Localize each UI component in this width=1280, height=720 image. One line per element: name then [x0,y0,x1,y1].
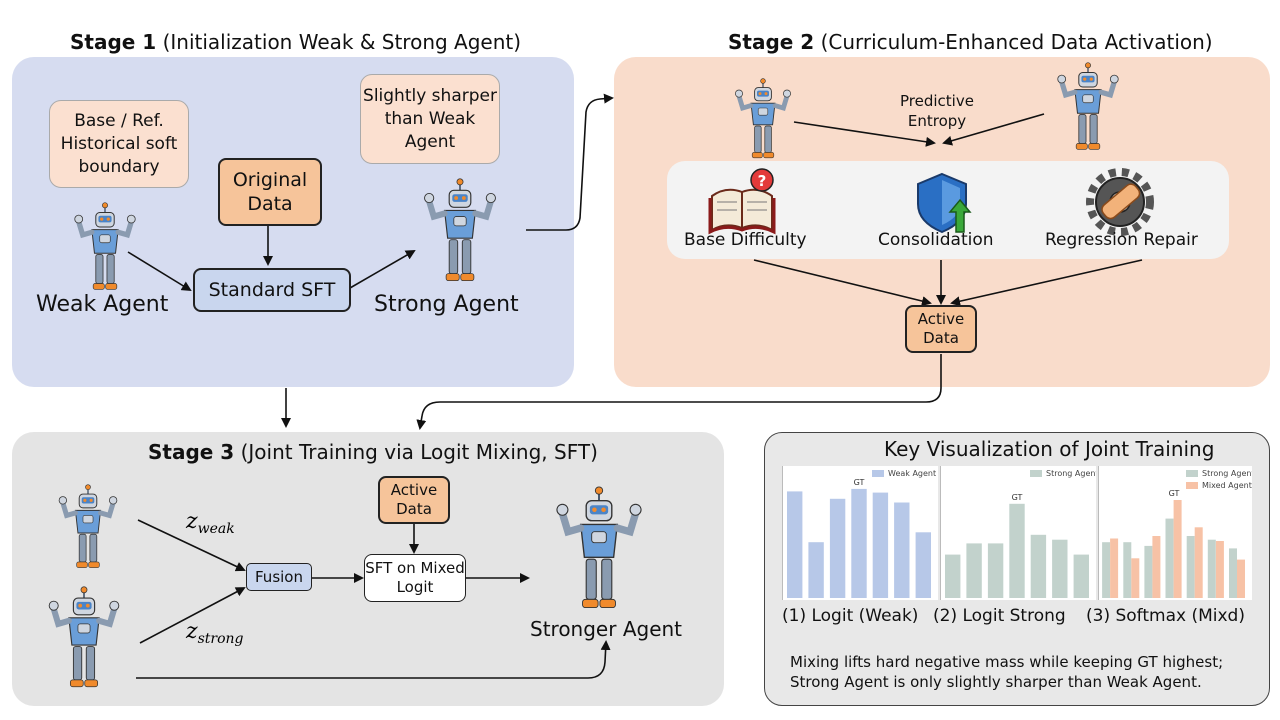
strong-agent-label: Strong Agent [374,292,519,317]
caption-softmax-mixed: (3) Softmax (Mixd) [1086,606,1245,626]
arrow-stage2-to-stage3 [416,354,942,430]
shield-icon [917,172,972,234]
chart-logit-strong: GT Strong Agent [940,466,1099,600]
stage2-strong-robot-icon [1058,63,1118,150]
key-vis-note: Mixing lifts hard negative mass while ke… [790,653,1224,691]
z-strong-label: zstrong [185,619,244,647]
weak-agent-label: Weak Agent [36,292,169,317]
legend-entry: Strong Agent [1046,469,1096,478]
standard-sft-box: Standard SFT [193,268,351,312]
legend-swatch [1186,482,1198,489]
chart-bar [808,542,824,598]
legend-entry: Strong Agent [1202,469,1252,478]
chart-gt-label: GT [854,478,865,487]
arrow-strong-to-stronger [136,640,611,679]
chart-bar [966,543,982,598]
chart-bar [1165,518,1174,598]
arrow-weak-to-entropy [793,121,936,147]
arrow-repair-to-active [950,259,1143,307]
strong-agent-robot-icon [425,179,496,281]
stage2-title-bold: Stage 2 [728,30,815,54]
chart-bar [1052,539,1068,598]
original-data-box: Original Data [218,158,322,226]
chart-bar [915,532,931,598]
stronger-agent-robot-icon [557,487,641,608]
arrow-weak-to-sft [127,251,192,292]
chart-bar [1110,538,1119,598]
stronger-agent-label: Stronger Agent [530,617,683,641]
chart-bar [1073,554,1089,598]
base-difficulty-label: Base Difficulty [684,230,807,250]
chart-bar [1173,500,1182,598]
legend-swatch [1186,470,1198,477]
chart-bar [829,498,846,598]
chart-bar [1102,542,1111,598]
arrow-stage1-to-stage2 [526,93,614,231]
chart-bar [894,502,910,598]
fusion-box: Fusion [246,563,312,591]
legend-swatch [872,470,884,477]
chart-bar [1207,539,1216,598]
stage2-title: Stage 2 (Curriculum-Enhanced Data Activa… [728,30,1213,54]
chart-bar [787,491,803,598]
regression-repair-label: Regression Repair [1045,230,1198,250]
stage3-title-rest: (Joint Training via Logit Mixing, SFT) [234,440,598,464]
chart-bar [1152,536,1161,598]
chart-bar [1215,541,1224,598]
chart-bar [851,488,867,598]
arrow-difficulty-to-active [753,259,932,306]
stage2-title-rest: (Curriculum-Enhanced Data Activation) [814,30,1213,54]
chart-bar [945,554,961,598]
chart-logit-weak: GT Weak Agent [782,466,938,600]
arrow-zweak-to-fusion [137,519,246,572]
svg-text:?: ? [758,172,767,190]
chart-bar [1144,545,1153,598]
stage3-title: Stage 3 (Joint Training via Logit Mixing… [148,440,598,464]
chart-logit-weak-svg: GT Weak Agent [782,466,936,600]
active-data-box-stage2: Active Data [905,305,977,353]
strong-agent-bubble: Slightly sharper than Weak Agent [360,74,500,164]
weak-agent-bubble: Base / Ref. Historical soft boundary [49,100,189,188]
chart-bar [987,543,1004,598]
book-icon: ? [708,168,776,235]
stage3-title-bold: Stage 3 [148,440,235,464]
chart-bar [1009,503,1025,598]
stage3-strong-robot-icon [49,587,119,687]
arrow-strong-to-entropy [942,113,1045,146]
chart-bar [1237,559,1245,598]
chart-bar [1194,527,1203,598]
caption-logit-weak: (1) Logit (Weak) [782,606,919,626]
z-weak-label: zweak [185,509,235,537]
chart-gt-label: GT [1169,489,1180,498]
stage3-weak-robot-icon [59,485,117,568]
chart-bar [1186,536,1195,598]
chart-bar [1229,548,1237,598]
arrow-zstrong-to-fusion [139,587,246,644]
chart-bar [1030,534,1047,598]
legend-swatch [1030,470,1042,477]
chart-bar [1123,542,1132,598]
key-vis-title: Key Visualization of Joint Training [884,437,1215,461]
caption-logit-strong: (2) Logit Strong [933,606,1066,626]
chart-gt-label: GT [1012,493,1023,502]
legend-entry: Mixed Agent [1202,481,1252,490]
legend-entry: Weak Agent [888,469,936,478]
consolidation-label: Consolidation [878,230,994,250]
weak-agent-robot-icon [75,203,135,290]
predictive-entropy-label: Predictive Entropy [900,92,974,130]
stage1-title-bold: Stage 1 [70,30,157,54]
gear-bandage-icon [1086,168,1154,236]
stage2-weak-robot-icon [735,79,790,158]
stage1-title: Stage 1 (Initialization Weak & Strong Ag… [70,30,521,54]
sft-mixed-logit-box: SFT on Mixed Logit [364,554,466,602]
chart-bar [872,492,889,598]
stage1-title-rest: (Initialization Weak & Strong Agent) [156,30,522,54]
chart-bar [1131,558,1140,598]
active-data-box-stage3: Active Data [378,476,450,524]
arrow-sft-to-strong [349,249,416,289]
chart-logit-strong-svg: GT Strong Agent [940,466,1099,600]
